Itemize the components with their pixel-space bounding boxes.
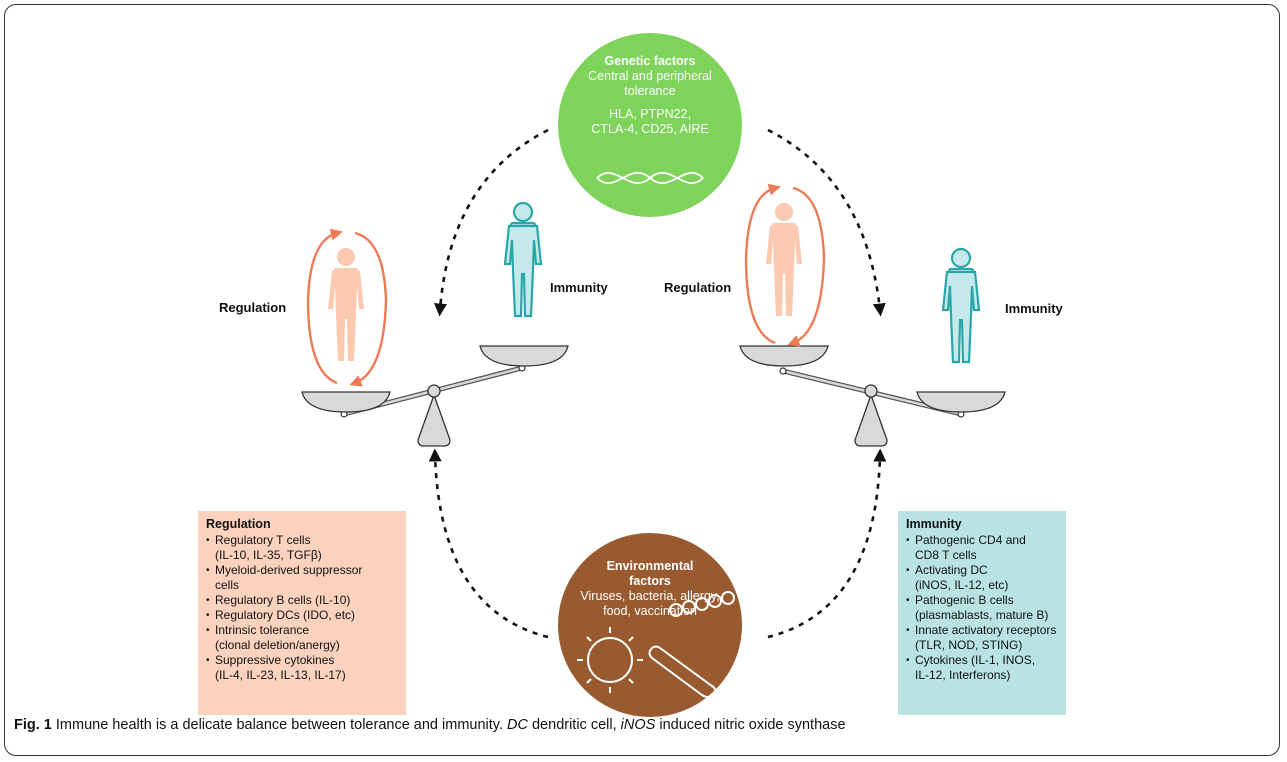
- environmental-factors-circle: [558, 533, 742, 717]
- figure-number: Fig. 1: [14, 717, 52, 733]
- immunity-box-title: Immunity: [906, 517, 962, 531]
- genetic-to-left-arrow: [434, 128, 549, 317]
- genetic-factors-text: Genetic factors Central and peripheral t…: [565, 54, 735, 137]
- immunity-item: Cytokines (IL-1, INOS,IL-12, Interferons…: [906, 653, 1058, 683]
- regulation-item: Regulatory DCs (IDO, etc): [206, 608, 398, 623]
- bacteria-icon: [648, 591, 735, 698]
- genetic-factors-circle: [558, 33, 742, 217]
- regulation-box-title: Regulation: [206, 517, 271, 531]
- genetic-line-2: tolerance: [624, 84, 676, 98]
- environmental-title-1: Environmental: [606, 559, 694, 573]
- genetic-line-3: HLA, PTPN22,: [609, 107, 691, 121]
- immunity-item: Innate activatory receptors(TLR, NOD, ST…: [906, 623, 1058, 653]
- figure-frame: [4, 4, 1280, 756]
- regulation-list: Regulatory T cells(IL-10, IL-35, TGFβ) M…: [206, 533, 398, 683]
- environmental-title-2: factors: [629, 574, 671, 588]
- regulation-item: Intrinsic tolerance(clonal deletion/aner…: [206, 623, 398, 653]
- regulation-item: Suppressive cytokines(IL-4, IL-23, IL-13…: [206, 653, 398, 683]
- environmental-line-1: Viruses, bacteria, allergy,: [580, 589, 720, 603]
- regulation-item: Regulatory B cells (IL-10): [206, 593, 398, 608]
- genetic-line-1: Central and peripheral: [588, 69, 712, 83]
- environmental-factors-text: Environmental factors Viruses, bacteria,…: [565, 559, 735, 619]
- immunity-item: Activating DC(iNOS, IL-12, etc): [906, 563, 1058, 593]
- figure-caption: Fig. 1 Immune health is a delicate balan…: [14, 717, 846, 733]
- virus-icon: [577, 627, 643, 693]
- regulation-item: Regulatory T cells(IL-10, IL-35, TGFβ): [206, 533, 398, 563]
- genetic-to-right-arrow: [767, 128, 886, 317]
- genetic-line-4: CTLA-4, CD25, AIRE: [591, 122, 709, 136]
- immunity-item: Pathogenic B cells(plasmablasts, mature …: [906, 593, 1058, 623]
- environment-to-left-arrow: [428, 448, 549, 639]
- dna-icon: [596, 171, 704, 185]
- left-regulation-label: Regulation: [219, 300, 287, 315]
- right-immunity-label: Immunity: [1005, 301, 1063, 316]
- right-balance-scale: [739, 183, 1006, 447]
- left-immunity-label: Immunity: [550, 280, 608, 295]
- environment-to-right-arrow: [767, 448, 887, 639]
- environmental-line-2: food, vaccination: [603, 604, 697, 618]
- right-regulation-label: Regulation: [664, 280, 732, 295]
- genetic-factors-title: Genetic factors: [604, 54, 696, 68]
- regulation-box: Regulation Regulatory T cells(IL-10, IL-…: [198, 511, 406, 715]
- left-balance-scale: [301, 201, 569, 447]
